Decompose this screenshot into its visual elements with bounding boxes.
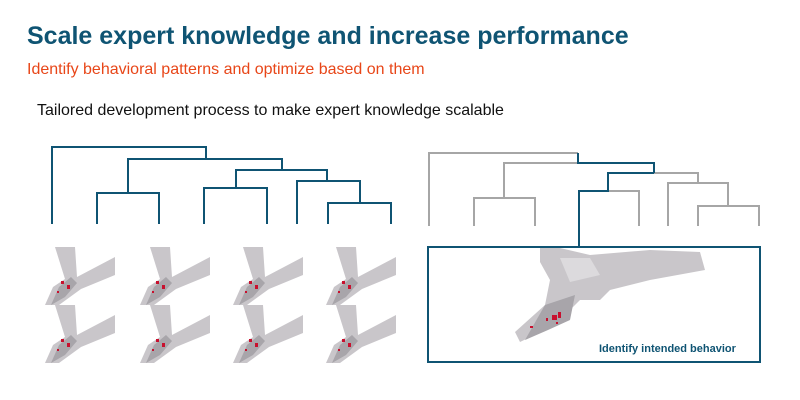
detail-caption: Identify intended behavior [599,343,736,355]
detail-box [427,246,761,363]
highlighted-path [577,153,655,247]
right-dendrogram [428,152,760,226]
thumbnail [326,305,396,363]
slide-title: Scale expert knowledge and increase perf… [27,22,629,50]
thumbnail [45,305,115,363]
thumbnail [45,247,115,305]
thumbnail [326,247,396,305]
left-dendrogram [51,146,392,224]
simulation-thumbnails [45,247,396,363]
thumbnail [233,247,303,305]
thumbnail [140,305,210,363]
slide-subtitle: Identify behavioral patterns and optimiz… [27,61,425,78]
thumbnail [233,305,303,363]
thumbnail [140,247,210,305]
lead-text: Tailored development process to make exp… [37,102,504,119]
detail-part-image [515,248,705,342]
